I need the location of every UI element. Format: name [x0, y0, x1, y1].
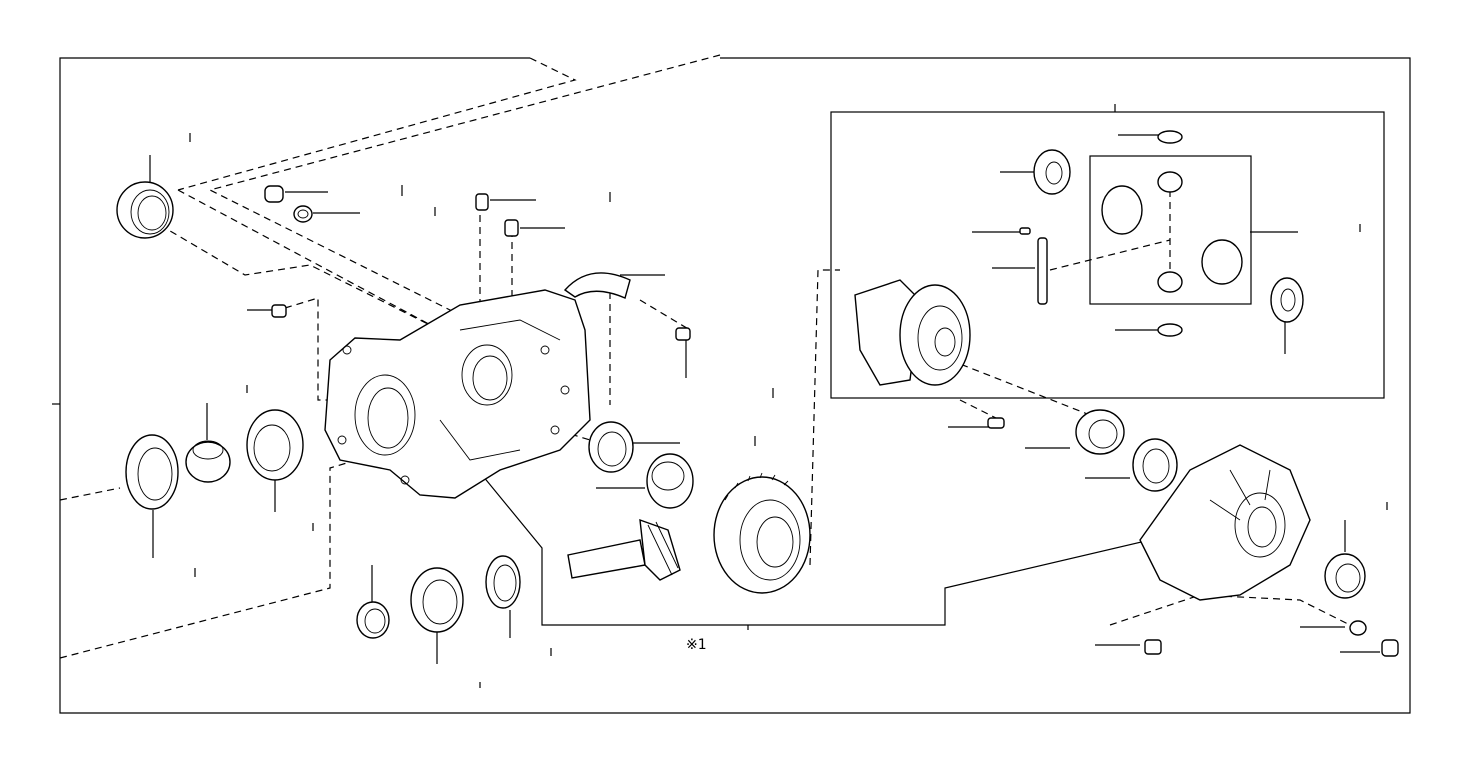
- oil-seal-part: [116, 181, 174, 239]
- front-bearing-cup-part: [588, 421, 634, 473]
- oil-seal-small-part: [356, 601, 390, 639]
- drain-plug-gasket-part: [1349, 620, 1367, 636]
- inset-pinion-gear-top: [1157, 171, 1183, 193]
- cover-bolt-part: [1144, 639, 1162, 655]
- differential-carrier-housing: [324, 289, 591, 499]
- cover-oil-seal-part: [1324, 553, 1366, 599]
- drive-pinion-part: [567, 518, 681, 581]
- rear-cover-part: [1139, 444, 1311, 601]
- differential-case-part: [854, 279, 971, 386]
- inset-washer-top: [1157, 130, 1183, 144]
- front-bearing-part: [646, 453, 694, 509]
- rear-bearing-part: [410, 567, 464, 633]
- drain-plug-part: [1381, 639, 1399, 657]
- callout-ticks: [189, 104, 1388, 688]
- assembly-path-line: [477, 469, 1151, 626]
- callout-leaders: [149, 134, 1380, 664]
- inset-pin-part: [1019, 227, 1031, 235]
- inset-thrust-washer-right: [1270, 277, 1304, 323]
- inset-side-gear-left: [1101, 185, 1143, 235]
- companion-flange-nut-part: [185, 440, 231, 483]
- inset-washer-bottom: [1157, 323, 1183, 337]
- inset-pinion-gear-bottom: [1157, 271, 1183, 293]
- dashed-leaders: [59, 54, 1351, 659]
- inset-thrust-washer-part: [1033, 149, 1071, 195]
- inset-side-gear-right: [1201, 239, 1243, 285]
- spacer-washer-part: [485, 555, 521, 609]
- dust-deflector-part: [563, 272, 631, 299]
- pin-part: [271, 304, 287, 318]
- bolt-part: [475, 193, 519, 237]
- side-seal-part: [125, 434, 179, 510]
- diagram-frame: [52, 57, 1411, 714]
- small-bolt-part: [675, 327, 691, 341]
- side-bearing-part: [1075, 409, 1125, 455]
- tapered-roller-bearing-part: [246, 409, 304, 481]
- breather-plug-part: [264, 185, 313, 223]
- inset-pinion-shaft-part: [1037, 237, 1048, 305]
- side-oil-seal-part: [1132, 438, 1178, 492]
- pinion-gear-subgroup-box: [1089, 155, 1252, 305]
- bolt-right-part: [987, 417, 1005, 429]
- ring-gear-part: [713, 472, 811, 594]
- note-mark-label: ※1: [686, 637, 707, 653]
- differential-case-inset-box: [830, 111, 1385, 399]
